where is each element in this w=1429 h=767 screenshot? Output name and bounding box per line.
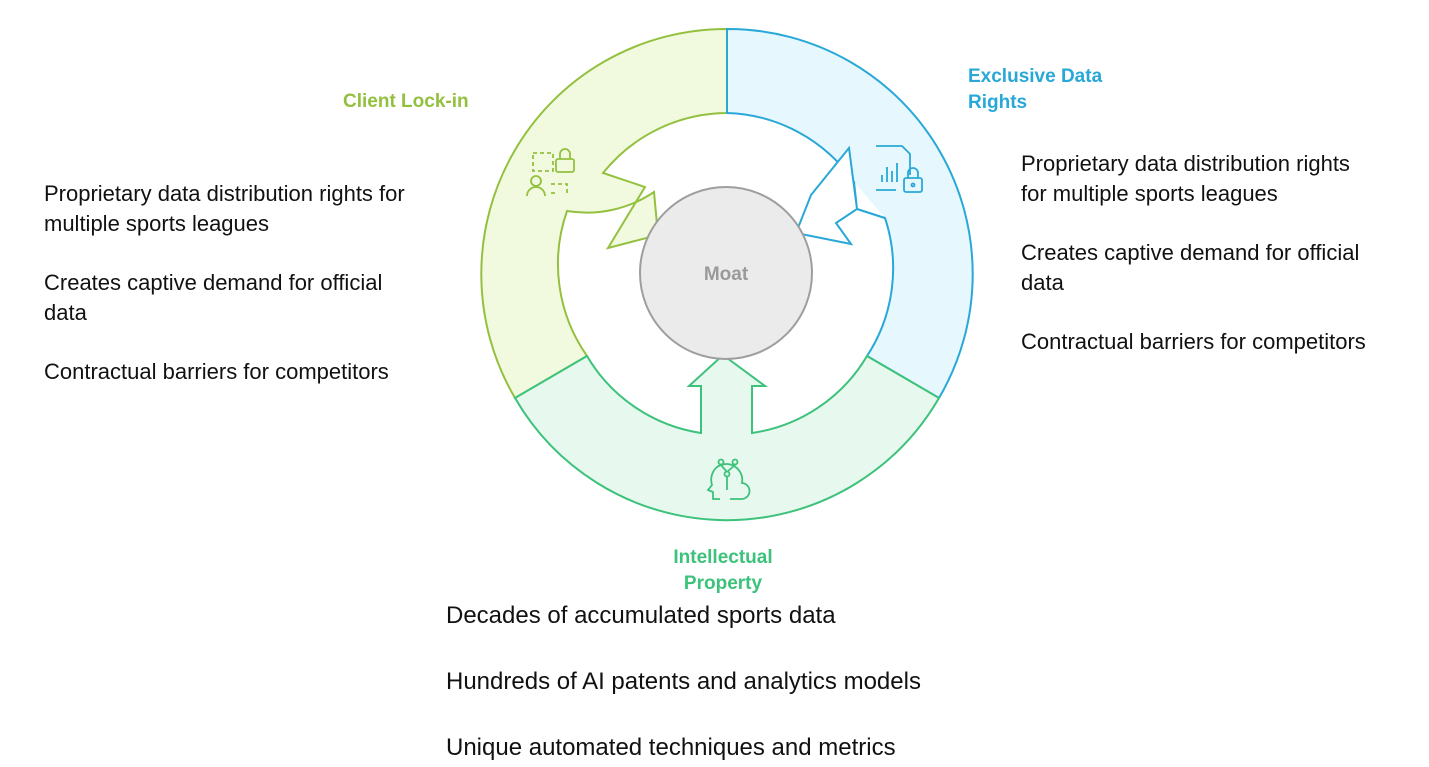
bullet-item: Creates captive demand for official data bbox=[44, 268, 405, 328]
bullet-line: Creates captive demand for official bbox=[1021, 240, 1360, 265]
moat-center-circle bbox=[639, 186, 813, 360]
bullet-line: multiple sports leagues bbox=[44, 211, 270, 236]
segment-title-client-lock-in: Client Lock-in bbox=[343, 89, 469, 115]
user-lock-icon bbox=[526, 148, 575, 197]
bullet-line: Contractual barriers for competitors bbox=[44, 359, 389, 384]
bullet-line: data bbox=[44, 300, 87, 325]
bullet-line: Creates captive demand for official bbox=[44, 270, 383, 295]
segment-title-intellectual-property: Intellectual Property bbox=[600, 545, 846, 597]
bullet-line: Decades of accumulated sports data bbox=[446, 602, 836, 629]
title-line: Exclusive Data bbox=[968, 66, 1103, 87]
bullet-line: data bbox=[1021, 270, 1064, 295]
title-line: Intellectual bbox=[673, 547, 773, 568]
segment-title-exclusive-data-rights: Exclusive Data Rights bbox=[968, 64, 1102, 116]
segment-intellectual-property bbox=[513, 353, 941, 522]
bullets-exclusive-data-rights: Proprietary data distribution rights for… bbox=[1021, 149, 1366, 357]
bullet-line: Proprietary data distribution rights for bbox=[44, 181, 405, 206]
bullet-line: Proprietary data distribution rights bbox=[1021, 151, 1350, 176]
moat-center-label: Moat bbox=[704, 264, 749, 285]
bullet-item: Hundreds of AI patents and analytics mod… bbox=[446, 667, 921, 697]
segment-client-lock-in bbox=[480, 27, 728, 400]
bullet-item: Creates captive demand for official data bbox=[1021, 238, 1366, 298]
arrow-exclusive-data-rights bbox=[794, 145, 886, 246]
bullets-client-lock-in: Proprietary data distribution rights for… bbox=[44, 179, 405, 387]
document-chart-lock-icon bbox=[876, 145, 923, 193]
bullet-line: Hundreds of AI patents and analytics mod… bbox=[446, 668, 921, 695]
bullet-item: Contractual barriers for competitors bbox=[44, 357, 405, 387]
bullet-line: Contractual barriers for competitors bbox=[1021, 329, 1366, 354]
bullet-item: Unique automated techniques and metrics bbox=[446, 733, 921, 763]
title-line: Client Lock-in bbox=[343, 91, 469, 112]
bullet-item: Contractual barriers for competitors bbox=[1021, 327, 1366, 357]
bullet-item: Proprietary data distribution rights for… bbox=[1021, 149, 1366, 209]
title-line: Rights bbox=[968, 92, 1028, 113]
bullet-line: for multiple sports leagues bbox=[1021, 181, 1278, 206]
bullet-item: Decades of accumulated sports data bbox=[446, 601, 921, 631]
segment-exclusive-data-rights bbox=[726, 27, 974, 400]
bullet-line: Unique automated techniques and metrics bbox=[446, 734, 896, 761]
bullet-item: Proprietary data distribution rights for… bbox=[44, 179, 405, 239]
ai-brain-head-icon bbox=[706, 458, 751, 500]
bullets-intellectual-property: Decades of accumulated sports data Hundr… bbox=[446, 601, 921, 763]
title-line: Property bbox=[683, 573, 763, 594]
